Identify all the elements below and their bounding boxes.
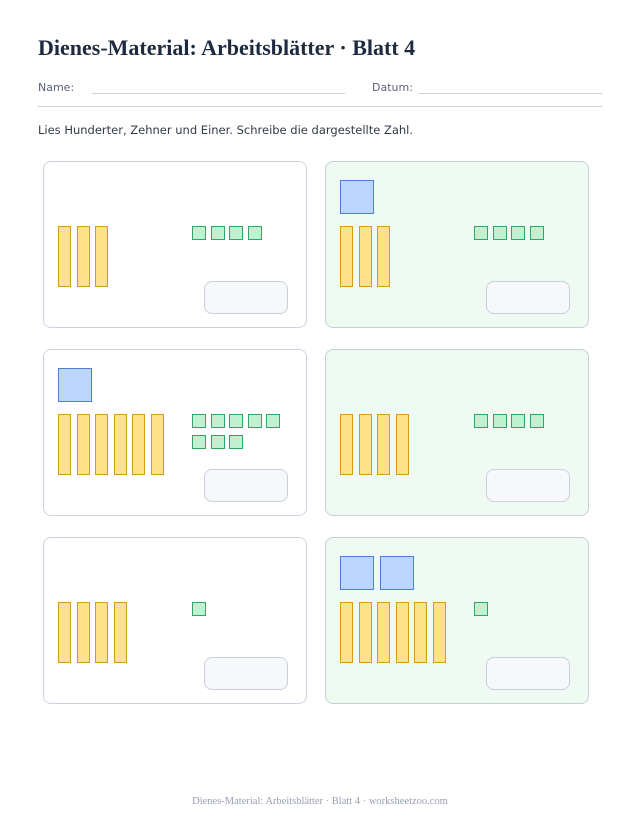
exercise-card xyxy=(43,161,307,328)
ten-rod xyxy=(95,414,109,475)
ten-rod xyxy=(76,226,90,287)
one-cube xyxy=(229,435,243,449)
ten-rod xyxy=(395,414,409,475)
answer-box[interactable] xyxy=(204,281,288,314)
name-field[interactable] xyxy=(92,93,345,94)
one-cube xyxy=(229,414,243,428)
ten-rod xyxy=(340,226,353,287)
worksheet-title: Dienes-Material: Arbeitsblätter · Blatt … xyxy=(38,35,416,60)
date-label: Datum: xyxy=(372,81,413,94)
ten-rod xyxy=(113,602,127,663)
instruction-text: Lies Hunderter, Zehner und Einer. Schrei… xyxy=(38,123,414,137)
answer-box[interactable] xyxy=(486,657,570,690)
ten-rod xyxy=(76,602,90,663)
exercise-card xyxy=(43,537,307,704)
one-cube xyxy=(192,602,206,616)
hundred-block xyxy=(380,556,414,590)
answer-box[interactable] xyxy=(204,469,288,502)
name-label: Name: xyxy=(38,81,75,94)
ten-rod xyxy=(95,226,109,287)
ten-rod xyxy=(358,602,372,663)
one-cube xyxy=(529,414,544,428)
hundred-block xyxy=(340,180,374,214)
one-cube xyxy=(511,414,525,428)
ten-rod xyxy=(377,602,391,663)
ten-rod xyxy=(395,602,409,663)
ten-rod xyxy=(358,414,372,475)
one-cube xyxy=(192,414,206,428)
one-cube xyxy=(474,602,488,616)
ten-rod xyxy=(95,602,109,663)
ten-rod xyxy=(151,414,164,475)
ten-rod xyxy=(377,414,391,475)
one-cube xyxy=(247,414,262,428)
exercise-card xyxy=(325,537,589,704)
ten-rod xyxy=(340,414,353,475)
one-cube xyxy=(229,226,243,240)
one-cube xyxy=(492,414,507,428)
one-cube xyxy=(247,226,262,240)
exercise-card xyxy=(325,349,589,516)
exercise-card xyxy=(43,349,307,516)
answer-box[interactable] xyxy=(486,281,570,314)
one-cube xyxy=(529,226,544,240)
one-cube xyxy=(474,414,488,428)
ten-rod xyxy=(414,602,428,663)
ten-rod xyxy=(58,226,71,287)
ten-rod xyxy=(340,602,353,663)
one-cube xyxy=(192,226,206,240)
exercise-card xyxy=(325,161,589,328)
one-cube xyxy=(474,226,488,240)
ten-rod xyxy=(433,602,446,663)
header-divider xyxy=(38,106,602,107)
one-cube xyxy=(192,435,206,449)
ten-rod xyxy=(58,602,71,663)
footer-text: Dienes-Material: Arbeitsblätter · Blatt … xyxy=(192,796,448,807)
one-cube xyxy=(210,226,225,240)
ten-rod xyxy=(132,414,146,475)
one-cube xyxy=(511,226,525,240)
ten-rod xyxy=(58,414,71,475)
ten-rod xyxy=(113,414,127,475)
date-field[interactable] xyxy=(419,93,602,94)
ten-rod xyxy=(358,226,372,287)
ten-rod xyxy=(377,226,391,287)
one-cube xyxy=(210,435,225,449)
hundred-block xyxy=(340,556,374,590)
one-cube xyxy=(492,226,507,240)
hundred-block xyxy=(58,368,92,402)
answer-box[interactable] xyxy=(204,657,288,690)
one-cube xyxy=(266,414,280,428)
ten-rod xyxy=(76,414,90,475)
answer-box[interactable] xyxy=(486,469,570,502)
one-cube xyxy=(210,414,225,428)
